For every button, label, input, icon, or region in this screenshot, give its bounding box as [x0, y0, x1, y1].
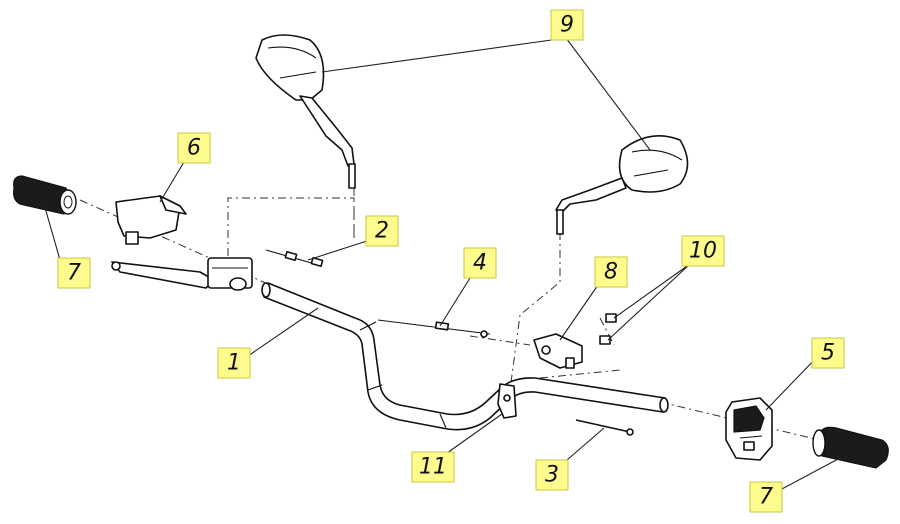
bolts-10 [599, 313, 617, 345]
cable-4 [377, 319, 491, 338]
svg-text:9: 9 [560, 13, 574, 38]
callout-8: 8 [594, 256, 628, 288]
callout-3: 3 [535, 459, 569, 491]
svg-text:7: 7 [759, 485, 773, 510]
leader-lines [43, 37, 841, 491]
svg-text:6: 6 [187, 136, 201, 161]
pin-3 [575, 419, 634, 436]
svg-text:8: 8 [604, 260, 618, 285]
handlebar [261, 282, 669, 431]
svg-text:2: 2 [375, 219, 389, 244]
callout-10: 10 [681, 235, 725, 267]
callout-11: 11 [411, 451, 455, 483]
callout-5: 5 [811, 337, 845, 369]
callouts: 9 6 2 4 8 10 7 1 [57, 9, 845, 513]
clutch-lever-assembly [111, 195, 253, 291]
grip-right [812, 426, 889, 469]
callout-4: 4 [463, 247, 497, 279]
svg-text:11: 11 [419, 455, 447, 480]
callout-9: 9 [550, 9, 584, 41]
callout-7-right: 7 [749, 481, 783, 513]
svg-text:5: 5 [821, 341, 835, 366]
callout-2: 2 [365, 215, 399, 247]
callout-6: 6 [177, 132, 211, 164]
cable-2 [265, 249, 324, 268]
grip-left [13, 175, 77, 215]
assembly-axis-lines [79, 188, 871, 453]
bracket-11 [497, 383, 517, 419]
svg-text:3: 3 [545, 463, 559, 488]
svg-text:7: 7 [67, 261, 81, 286]
callout-1: 1 [217, 347, 251, 379]
svg-text:10: 10 [689, 239, 717, 264]
svg-text:4: 4 [473, 251, 487, 276]
switch-housing [725, 397, 773, 461]
handlebar-clamp [533, 333, 583, 369]
svg-text:1: 1 [227, 351, 241, 376]
mirror-left [255, 34, 356, 189]
callout-7-left: 7 [57, 257, 91, 289]
mirror-right [555, 134, 689, 235]
